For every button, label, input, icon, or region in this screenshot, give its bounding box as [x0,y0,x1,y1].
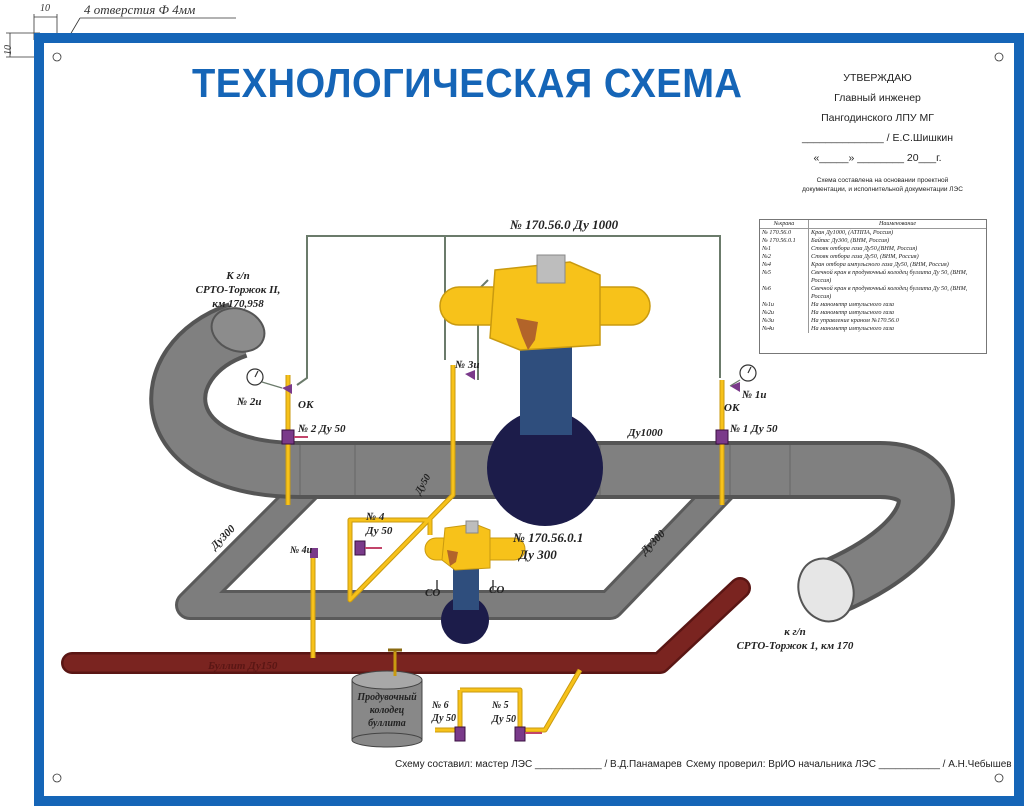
legend-header-name: Наименование [808,220,986,229]
legend-header-id: №крана [760,220,809,229]
corner-hole-icon [52,52,62,62]
label-n6: № 6 [431,700,449,711]
main-valve-170-56-0 [439,254,651,526]
label-well1: Продувочный [356,692,417,703]
valve-n4i-icon [310,548,318,558]
label-n4-du: Ду 50 [365,525,393,537]
label-co-right: СО [489,584,504,596]
approval-line2: Главный инженер [834,92,921,104]
page-title: ТЕХНОЛОГИЧЕСКАЯ СХЕМА [192,60,743,106]
label-n6-du: Ду 50 [431,713,456,724]
bypass-valve-170-56-0-1 [424,520,526,644]
main-valve-ball-icon [487,410,603,526]
corner-hole-icon [994,52,1004,62]
label-co-left: СО [425,587,440,599]
label-ok-right: ОК [724,402,740,414]
approval-line3: Пангодинского ЛПУ МГ [821,112,934,124]
approval-line4: ______________ / Е.С.Шишкин [801,132,954,144]
label-n2i: № 2и [236,396,261,408]
label-bullit: Буллит Ду150 [207,660,278,672]
label-ok-left: ОК [298,399,314,411]
label-n1: № 1 Ду 50 [729,423,778,435]
valve-n5-icon [514,726,526,742]
main-valve-actuator-icon [536,254,566,284]
label-dest-left2: СРТО-Торжок II, [196,284,281,296]
footer-checked: Схему проверил: ВрИО начальника ЛЭС ____… [686,759,1012,770]
approval-line5: «_____» ________ 20___г. [813,152,942,164]
valve-n3i-icon [465,370,475,380]
label-n1i: № 1и [741,389,766,401]
label-n3i: № 3и [454,359,479,371]
valve-n2i-icon [282,384,292,394]
dimension-marks: 10 10 4 отверстия Ф 4мм [3,2,236,62]
corner-hole-icon [52,773,62,783]
label-well2: колодец [370,705,405,716]
dimension-left: 10 [3,45,14,55]
pipe-end-left [210,307,266,353]
holes-note: 4 отверстия Ф 4мм [84,2,195,17]
label-dest-left: К г/п [225,270,249,282]
main-valve-handle-icon [516,318,538,350]
label-bypass2: Ду 300 [518,547,557,562]
pressure-gauges [246,364,757,389]
valve-n1i-icon [730,382,740,392]
label-dest-left3: км 170,958 [212,298,264,310]
label-dest-right2: СРТО-Торжок 1, км 170 [737,640,854,652]
label-n4: № 4 [365,511,385,523]
corner-hole-icon [994,773,1004,783]
main-valve-body [489,261,601,351]
purge-well [351,648,423,748]
approval-note: Схема составлена на основании проектной … [802,177,963,193]
label-dest-right: к г/п [784,626,806,638]
label-du1000: Ду1000 [627,427,663,439]
bypass-loop-pipe [175,455,755,620]
approval-line1: УТВЕРЖДАЮ [843,72,912,84]
pipe-end-right [797,557,855,623]
label-main-valve: № 170.56.0 Ду 1000 [509,217,619,232]
main-valve-stem [520,335,572,435]
label-n4i: № 4и [289,545,313,556]
dimension-top: 10 [40,3,50,14]
label-well3: буллита [368,718,406,729]
approval-block: УТВЕРЖДАЮ Главный инженер Пангодинского … [760,68,995,194]
label-bypass1: № 170.56.0.1 [512,530,583,545]
valve-n6-icon [454,726,466,742]
label-n2: № 2 Ду 50 [297,423,346,435]
valve-n4-icon [354,540,366,556]
label-n5: № 5 [491,700,509,711]
tap-valves [281,370,740,742]
valve-n2-icon [281,429,295,445]
footer-compiled: Схему составил: мастер ЛЭС ____________ … [395,759,682,770]
label-n5-du: Ду 50 [491,714,516,725]
valve-n1-icon [715,429,729,445]
